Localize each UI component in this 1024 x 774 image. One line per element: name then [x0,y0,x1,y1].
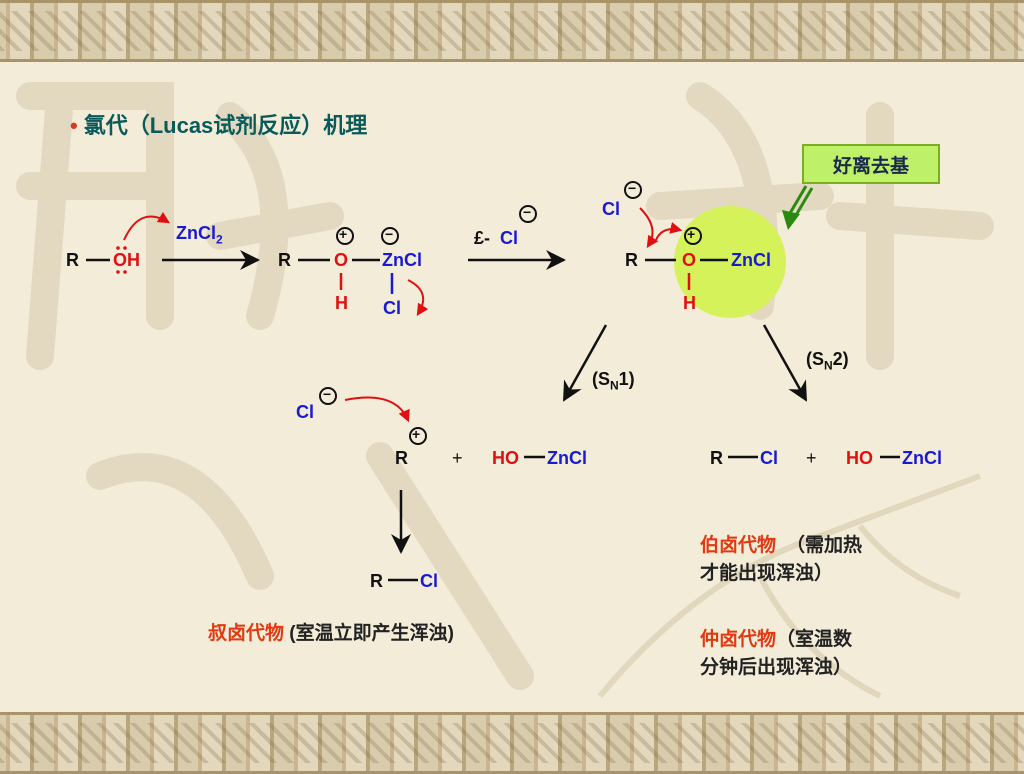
fragment-ho: HO [846,448,873,468]
atom-r: R [370,571,383,591]
charge-plus: + [412,426,421,442]
atom-zncl: ZnCl [731,250,771,270]
fragment-zncl: ZnCl [547,448,587,468]
atom-cl: Cl [383,298,401,318]
atom-zncl: ZnCl [382,250,422,270]
atom-cl: Cl [760,448,778,468]
curved-arrow-zncl-to-cl [407,279,429,317]
charge-minus: − [523,204,532,220]
lone-pair-dot [116,270,120,274]
charge-plus: + [687,226,696,242]
lone-pair-dot [116,246,120,250]
atom-cl: Cl [420,571,438,591]
fragment-zncl: ZnCl [902,448,942,468]
slide-title: •氯代（Lucas试剂反应）机理 [70,108,367,140]
charge-minus: − [323,386,332,402]
atom-r: R [625,250,638,270]
atom-o: O [334,250,349,270]
plus-sign: + [452,448,463,468]
tertiary-note: 叔卤代物 (室温立即产生浑浊) [208,623,454,644]
sn2-label: (SN2) [806,349,849,373]
atom-h: H [335,293,348,313]
chloride-ion: Cl [602,199,620,219]
plus-sign: + [806,448,817,468]
chloride-ion: Cl [296,402,314,422]
title-bullet: • [70,113,78,138]
atom-r: R [710,448,723,468]
chloride-ion: Cl [500,228,518,248]
reagent-zncl2: ZnCl2 [176,223,223,247]
atom-oh: OH [113,250,140,270]
charge-circle [381,227,399,245]
lone-pair-dot [123,246,127,250]
charge-minus: − [385,226,394,242]
loss-prefix: £- [474,228,491,248]
highlight-circle [674,206,786,318]
atom-h: H [683,293,696,313]
secondary-note: 仲卤代物（室温数 分钟后出现浑浊） [700,629,853,678]
charge-circle [336,227,354,245]
good-leaving-group-pointer [782,185,814,230]
charge-circle [624,181,642,199]
curved-arrow-cl-to-cation [344,396,410,423]
sn2-arrow [762,324,808,402]
charge-circle [409,427,427,445]
charge-circle [684,227,702,245]
good-leaving-group-badge: 好离去基 [802,144,940,184]
charge-circle [519,205,537,223]
primary-note: 伯卤代物（需加热 才能出现浑浊） [700,535,863,584]
title-text: 氯代（Lucas试剂反应）机理 [83,113,368,138]
charge-minus: − [628,180,637,196]
curved-arrow-bond-break [655,222,683,241]
decorative-border-top [0,0,1024,62]
charge-plus: + [339,226,348,242]
sn1-label: (SN1) [592,369,635,393]
curved-arrow-oh-to-zn [123,211,171,241]
atom-r: R [278,250,291,270]
atom-o: O [682,250,697,270]
sn1-arrow [562,324,608,402]
fragment-ho: HO [492,448,519,468]
atom-r: R [66,250,79,270]
lone-pair-dot [123,270,127,274]
carbocation-r: R [395,448,408,468]
charge-circle [319,387,337,405]
curved-arrow-cl-attack [639,207,659,248]
